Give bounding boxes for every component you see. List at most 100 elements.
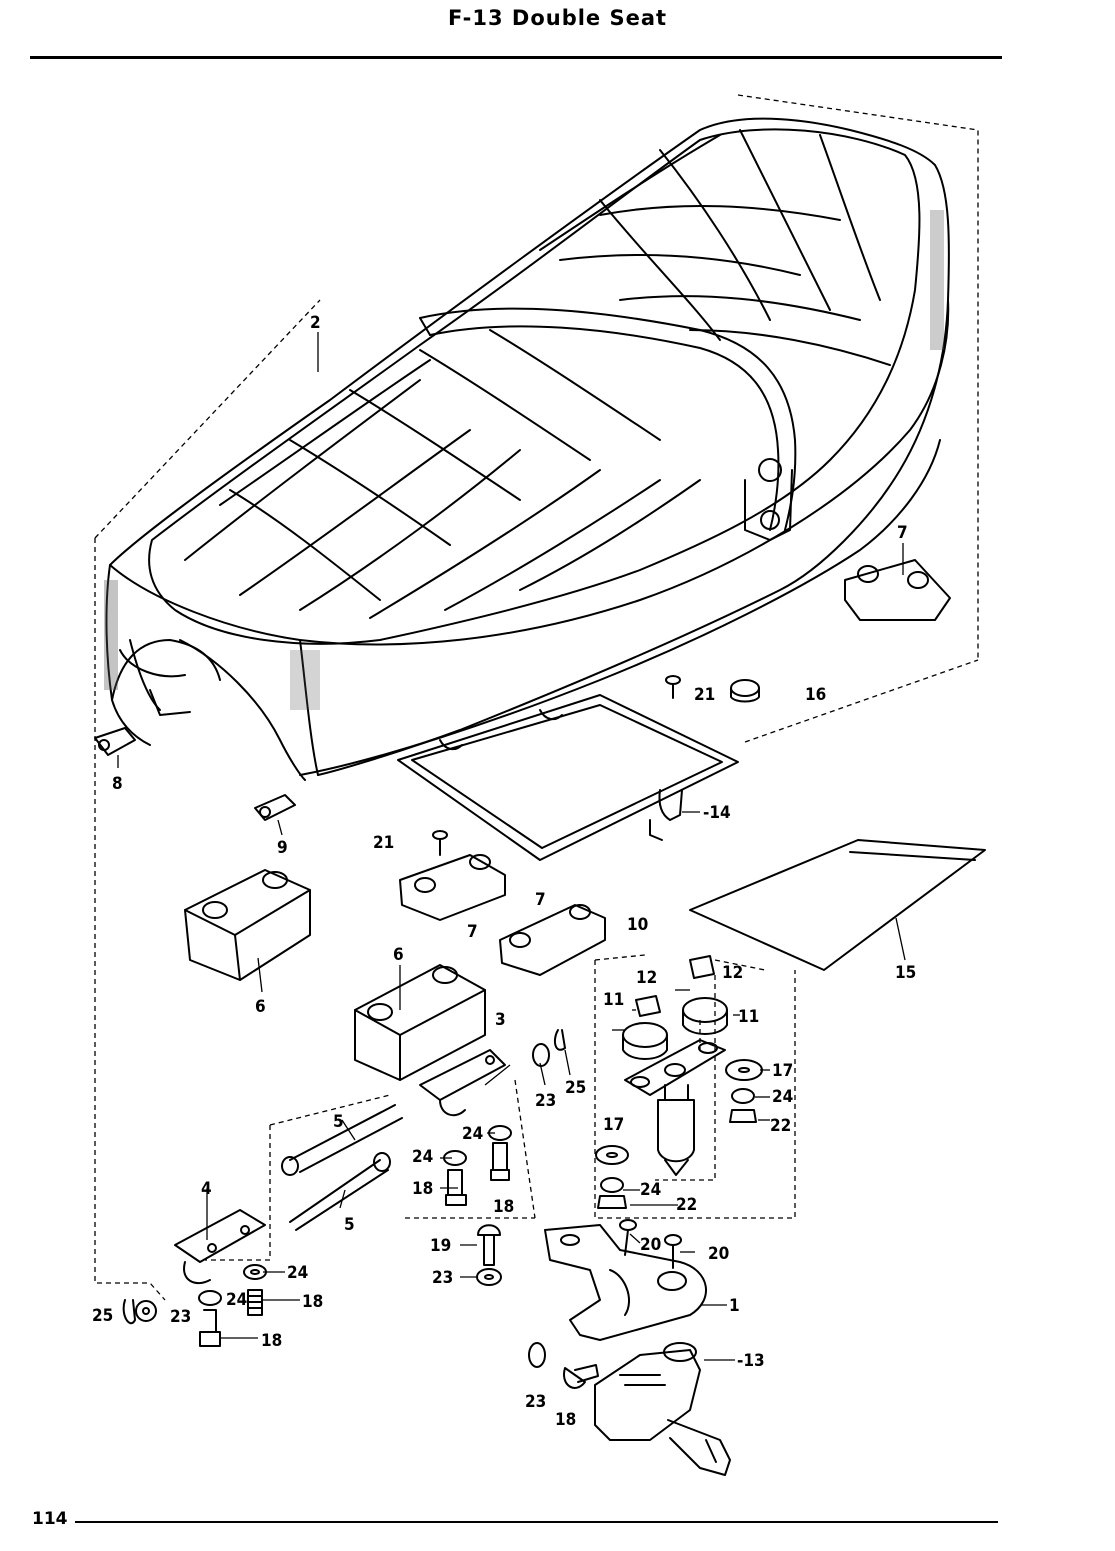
nut-22-b <box>597 1195 627 1209</box>
bolt-18-d <box>490 1142 510 1181</box>
cotter-pin-25-left <box>122 1299 136 1325</box>
washer-23-upper <box>532 1043 550 1067</box>
footer-rule <box>75 1521 998 1523</box>
callout-22-b: 22 <box>676 1195 697 1215</box>
callout-5-b: 5 <box>344 1215 355 1235</box>
washer-23-mid <box>476 1268 502 1286</box>
callout-18: 18 <box>412 1179 433 1199</box>
hinge-pin-5-upper <box>281 1104 403 1176</box>
clip-8 <box>94 727 136 756</box>
callout-19: 19 <box>430 1236 451 1256</box>
callout-22: 22 <box>770 1116 791 1136</box>
screw-21-upper <box>665 675 681 699</box>
rubber-block-7-front <box>499 904 606 976</box>
damper-body <box>657 1084 695 1176</box>
callout-21: 21 <box>694 685 715 705</box>
page-title: F-13 Double Seat <box>447 6 668 30</box>
callout-7: 7 <box>897 523 908 543</box>
hinge-bracket-4 <box>174 1209 266 1285</box>
lock-bracket-1 <box>544 1224 707 1341</box>
cotter-pin-25-upper <box>553 1029 566 1051</box>
callout-23: 23 <box>535 1091 556 1111</box>
callout-20: 20 <box>640 1235 661 1255</box>
callout-1: 1 <box>729 1296 740 1316</box>
washer-23-left <box>135 1300 157 1322</box>
callout-12-b: 12 <box>722 963 743 983</box>
nut-22-a <box>729 1109 757 1123</box>
rubber-block-7-mid <box>399 854 506 921</box>
callout-21-b: 21 <box>373 833 394 853</box>
seat-stipple-shading <box>104 210 944 710</box>
callout-5: 5 <box>333 1112 344 1132</box>
bolt-18-b <box>199 1309 221 1347</box>
bolt-18-a <box>247 1289 263 1316</box>
callout-11-b: 11 <box>738 1007 759 1027</box>
callout-24-d: 24 <box>640 1180 661 1200</box>
lock-assembly-13 <box>594 1342 731 1476</box>
washer-24-e <box>731 1088 755 1104</box>
callout-7-b: 7 <box>467 922 478 942</box>
cap-12-b <box>689 955 715 979</box>
callout-23-c: 23 <box>170 1307 191 1327</box>
callout-7-c: 7 <box>535 890 546 910</box>
callout-11: 11 <box>603 990 624 1010</box>
callout-17-b: 17 <box>603 1115 624 1135</box>
callout-6-b: 6 <box>393 945 404 965</box>
washer-17-b <box>595 1145 629 1165</box>
hinge-pin-5-lower <box>289 1152 391 1231</box>
screw-20-b <box>664 1234 682 1269</box>
bolt-18-c <box>445 1169 467 1206</box>
cushion-11-a <box>622 1022 668 1060</box>
washer-17-a <box>725 1059 763 1081</box>
callout-18-c: 18 <box>302 1292 323 1312</box>
screw-20-a <box>619 1219 637 1256</box>
callout-3: 3 <box>495 1010 506 1030</box>
bolt-19 <box>477 1224 501 1266</box>
callout-24-f: 24 <box>226 1290 247 1310</box>
washer-24-a <box>243 1264 267 1280</box>
grommet <box>730 679 760 703</box>
callout-17: 17 <box>772 1061 793 1081</box>
callout-15: 15 <box>895 963 916 983</box>
rubber-block-6-upper <box>184 869 311 981</box>
callout-16: 16 <box>805 685 826 705</box>
washer-23-lower <box>528 1342 546 1368</box>
callout-20-b: 20 <box>708 1244 729 1264</box>
bolt-18-e <box>563 1364 599 1389</box>
seat-mat <box>689 839 986 971</box>
callout-24-e: 24 <box>287 1263 308 1283</box>
callout-23-b: 23 <box>432 1268 453 1288</box>
callout-24: 24 <box>772 1087 793 1107</box>
washer-24-b <box>198 1290 222 1306</box>
rubber-block-6-lower <box>354 964 486 1081</box>
washer-24-f <box>600 1177 624 1193</box>
callout-6: 6 <box>255 997 266 1017</box>
callout-24-c: 24 <box>412 1147 433 1167</box>
callout-18-d: 18 <box>261 1331 282 1351</box>
header-rule <box>30 56 1002 59</box>
callout-4: 4 <box>201 1179 212 1199</box>
cap-12-a <box>635 995 661 1017</box>
callout-14: -14 <box>703 803 731 823</box>
callout-24-b: 24 <box>462 1124 483 1144</box>
callout-8: 8 <box>112 774 123 794</box>
callout-18-b: 18 <box>493 1197 514 1217</box>
callout-25-b: 25 <box>92 1306 113 1326</box>
seat-pan-plate <box>397 694 739 861</box>
callout-13: -13 <box>737 1351 765 1371</box>
callout-10: 10 <box>627 915 648 935</box>
hinge-bracket-3 <box>419 1049 506 1117</box>
callout-18-e: 18 <box>555 1410 576 1430</box>
screw-21-lower <box>432 830 448 856</box>
cushion-11-b <box>682 997 728 1035</box>
callout-2: 2 <box>310 313 321 333</box>
callout-23-d: 23 <box>525 1392 546 1412</box>
damper-bracket-10 <box>624 1039 726 1096</box>
rubber-block-7-rear <box>844 559 951 621</box>
callout-25: 25 <box>565 1078 586 1098</box>
callout-9: 9 <box>277 838 288 858</box>
clip-9 <box>254 794 296 821</box>
seat-assembly <box>105 117 950 781</box>
reference-dashed-lines <box>94 94 979 1301</box>
